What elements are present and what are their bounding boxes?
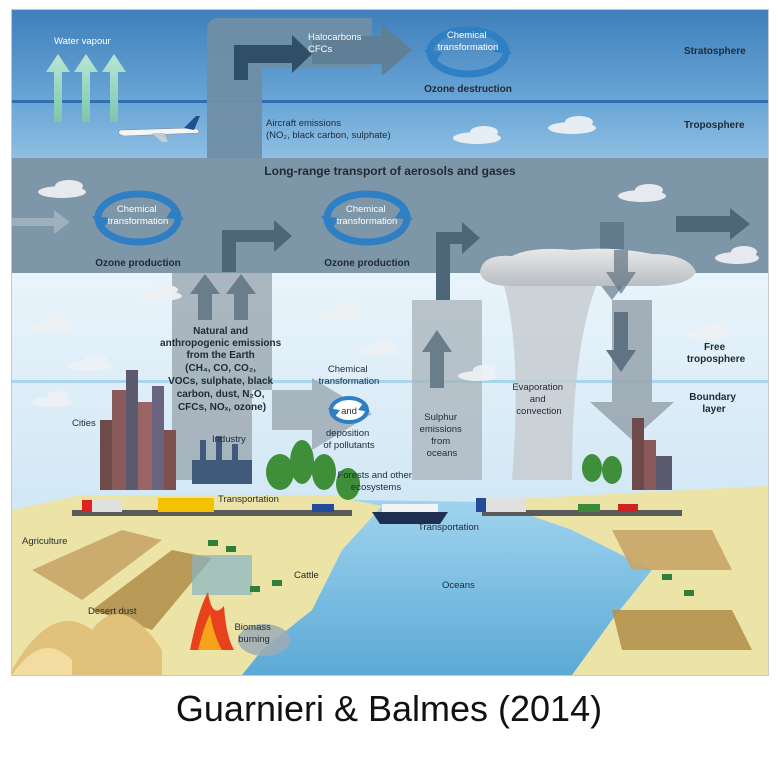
transportation-land-label: Transportation [218,494,279,505]
deposition-cycle [328,396,370,424]
clouds-upper [38,116,759,264]
halocarbons-label: Halocarbons CFCs [308,32,364,55]
ozone-production-cycle-left [92,190,184,246]
down-arrow-large [590,300,674,440]
boundary-layer-label: Boundary layer [689,392,738,415]
down-arrow-lower [606,250,636,294]
desert-dunes [12,614,162,675]
road-right [482,510,682,516]
vehicles-icon [82,498,638,512]
ozone-production-cycle-right [321,190,413,246]
boundary-line [12,380,768,383]
agriculture-fields [32,530,752,650]
fire-icon [190,592,234,650]
ozone-production-right-label: Ozone production [324,258,410,269]
cfc-arrow [312,24,412,76]
tropopause-line [12,100,768,103]
ozone-destruction-label: Ozone destruction [424,84,512,95]
water-vapour-label: Water vapour [54,36,111,47]
forests-label: Forests and other ecosystems [337,470,414,493]
agriculture-label: Agriculture [22,536,67,547]
ocean [242,500,652,675]
aircraft-emissions-label: Aircraft emissions (NO₂, black carbon, s… [266,118,391,141]
long-range-transport-label: Long-range transport of aerosols and gas… [264,164,516,178]
oceans-label: Oceans [442,580,475,591]
chem-transformation-right-label: Chemical transformation [337,204,398,227]
turn-arrow-right [436,222,480,300]
down-arrow-small [606,312,636,372]
aircraft-icon [118,116,200,142]
cities-label: Cities [72,418,96,429]
clouds-lower [30,285,730,407]
road-left [72,510,352,516]
evaporation-label: Evaporation and convection [512,382,565,417]
cattle-icon [208,540,694,596]
industry-icon [192,436,252,484]
biomass-burning-label: Biomass burning [234,622,273,645]
ozone-production-left-label: Ozone production [95,258,181,269]
up-arrow-2 [226,274,256,320]
city-right-icon [632,418,672,490]
deposition-label: deposition of pollutants [323,428,374,451]
stratosphere-label: Stratosphere [684,46,746,57]
emission-column [172,273,372,480]
figure-caption: Guarnieri & Balmes (2014) [175,688,603,729]
transportation-sea-label: Transportation [418,522,479,533]
troposphere-label: Troposphere [684,120,745,131]
chem-transformation-dep-label: Chemical transformation [319,364,380,387]
up-arrow-3 [422,330,452,388]
halocarbon-arrow [234,35,312,80]
atmosphere-diagram: Water vapour Halocarbons CFCs Chemical t… [11,9,769,676]
ozone-destruction-cycle [424,26,512,78]
chem-transformation-left-label: Chemical transformation [108,204,169,227]
desert-dust-label: Desert dust [88,606,137,617]
industry-label: Industry [212,434,246,445]
incoming-transport-arrow [12,210,70,234]
ship-icon [372,504,448,524]
chem-transformation-top-label: Chemical transformation [438,30,499,53]
city-left-icon [100,370,176,490]
and-label: and [341,406,357,417]
biomass-smoke [238,624,290,656]
free-troposphere-label: Free troposphere [687,342,746,365]
turn-arrow-middle [222,220,292,272]
cattle-label: Cattle [294,570,319,581]
natural-emissions-label: Natural and anthropogenic emissions from… [160,326,284,413]
up-arrow-1 [190,274,220,320]
forest-icon [266,440,622,500]
outgoing-transport-arrow [676,208,750,240]
water-vapour-arrows [46,54,126,122]
sulphur-emissions-label: Sulphur emissions from oceans [420,412,465,459]
convection-cloud [480,248,696,480]
